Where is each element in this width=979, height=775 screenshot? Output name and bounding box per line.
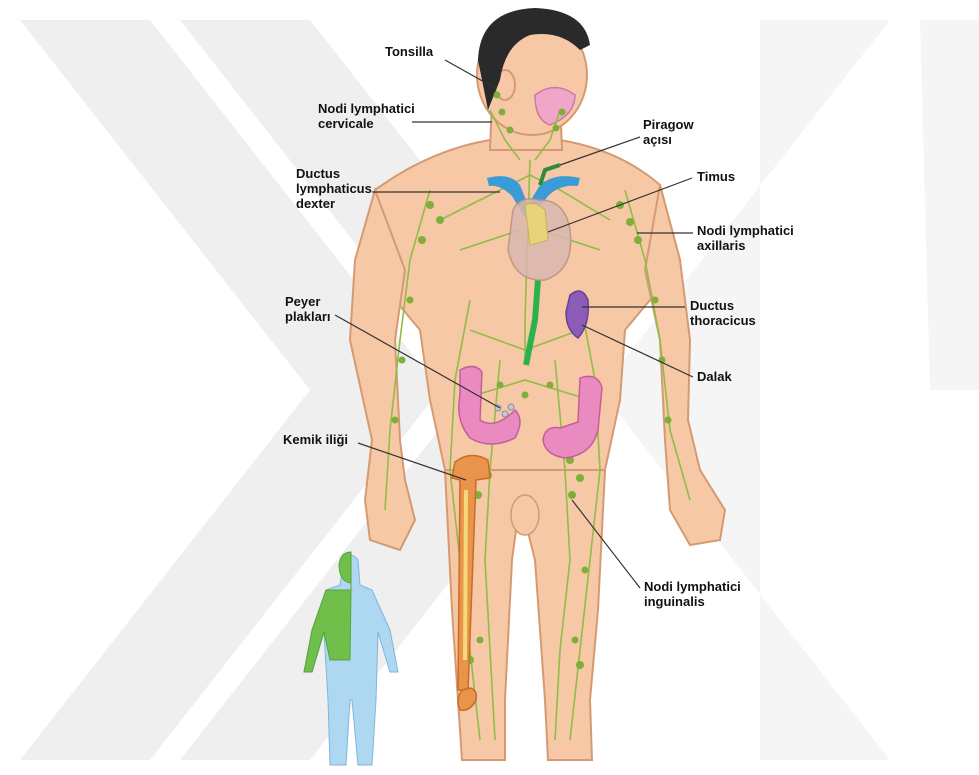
label-kemik: Kemik iliği bbox=[283, 432, 348, 447]
bone-marrow bbox=[465, 490, 466, 660]
label-nodi-cervicale-line2: cervicale bbox=[318, 116, 415, 131]
label-ductus-dexter-line1: Ductus bbox=[296, 166, 372, 181]
label-nodi-cervicale-line1: Nodi lymphatici bbox=[318, 101, 415, 116]
label-ductus-thoracicus-line2: thoracicus bbox=[690, 313, 756, 328]
label-peyer-line2: plakları bbox=[285, 309, 331, 324]
label-nodi-inguinalis-line2: inguinalis bbox=[644, 594, 741, 609]
groin bbox=[511, 495, 539, 535]
label-timus: Timus bbox=[697, 169, 735, 184]
label-nodi-inguinalis: Nodi lymphatici inguinalis bbox=[644, 579, 741, 609]
label-nodi-axillaris-line1: Nodi lymphatici bbox=[697, 223, 794, 238]
label-nodi-cervicale: Nodi lymphatici cervicale bbox=[318, 101, 415, 131]
label-ductus-thoracicus: Ductus thoracicus bbox=[690, 298, 756, 328]
watermark-far-right bbox=[920, 20, 979, 390]
label-nodi-axillaris: Nodi lymphatici axillaris bbox=[697, 223, 794, 253]
label-nodi-axillaris-line2: axillaris bbox=[697, 238, 794, 253]
label-tonsilla: Tonsilla bbox=[385, 44, 433, 59]
label-ductus-dexter: Ductus lymphaticus dexter bbox=[296, 166, 372, 211]
label-dalak: Dalak bbox=[697, 369, 732, 384]
label-ductus-dexter-line2: lymphaticus bbox=[296, 181, 372, 196]
label-ductus-dexter-line3: dexter bbox=[296, 196, 372, 211]
label-piragow: Piragow açısı bbox=[643, 117, 694, 147]
label-nodi-inguinalis-line1: Nodi lymphatici bbox=[644, 579, 741, 594]
label-piragow-line1: Piragow bbox=[643, 117, 694, 132]
label-piragow-line2: açısı bbox=[643, 132, 694, 147]
label-peyer: Peyer plakları bbox=[285, 294, 331, 324]
label-ductus-thoracicus-line1: Ductus bbox=[690, 298, 756, 313]
label-peyer-line1: Peyer bbox=[285, 294, 331, 309]
